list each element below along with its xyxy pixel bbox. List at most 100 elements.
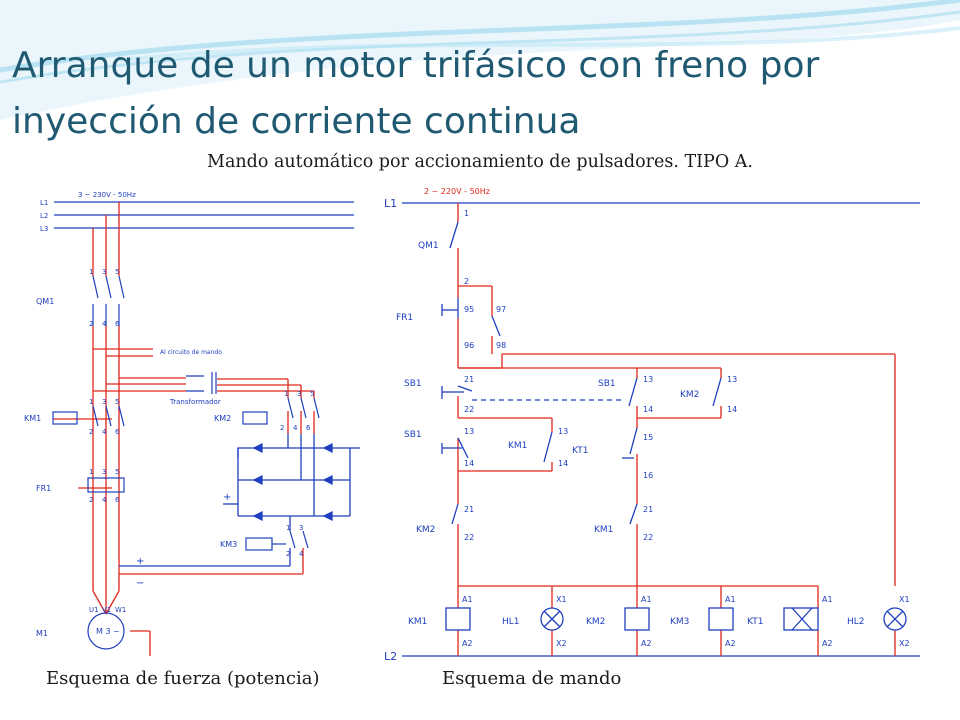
km1-aux-terminal-14: 14 [558, 459, 568, 468]
control-km2-contact-label: KM2 [680, 390, 699, 400]
qm1-terminal-2: 2 [89, 320, 93, 328]
km2-terminal-4: 4 [293, 424, 298, 432]
kt1-coil-a1: A1 [822, 595, 833, 604]
km2-terminal-6: 6 [306, 424, 311, 432]
power-km1-label: KM1 [24, 414, 41, 423]
fr1-terminal-97: 97 [496, 305, 506, 314]
control-fr1-label: FR1 [396, 313, 413, 323]
control-circuit-diagram: L1 L2 2 ~ 220V - 50Hz [382, 186, 948, 664]
km1-terminal-2: 2 [89, 428, 93, 436]
fr1-terminal-5: 5 [115, 468, 119, 476]
km1-terminal-1: 1 [89, 398, 93, 406]
km2-coil-a2: A2 [641, 639, 652, 648]
km2-coil-a1: A1 [641, 595, 652, 604]
fr1-terminal-6: 6 [115, 496, 120, 504]
control-km1-nc-label: KM1 [594, 525, 613, 535]
control-l2-label: L2 [384, 650, 397, 663]
power-km2-label: KM2 [214, 414, 231, 423]
km1-aux-terminal-13: 13 [558, 427, 568, 436]
fr1-terminal-95: 95 [464, 305, 474, 314]
dc-minus-bus-label: − [136, 578, 144, 589]
control-l1-label: L1 [384, 197, 397, 210]
km3-coil-a1: A1 [725, 595, 736, 604]
power-line-l2: L2 [40, 212, 48, 220]
sb1-stop-terminal-21: 21 [464, 375, 474, 384]
hl1-x1: X1 [556, 595, 567, 604]
lamp-hl2-label: HL2 [847, 617, 865, 627]
km1-coil-a1: A1 [462, 595, 473, 604]
fr1-terminal-2: 2 [89, 496, 93, 504]
km3-coil-a2: A2 [725, 639, 736, 648]
hl2-x2: X2 [899, 639, 910, 648]
km3-terminal-1: 1 [286, 524, 290, 532]
km2-terminal-5: 5 [310, 390, 314, 398]
fr1-terminal-98: 98 [496, 341, 506, 350]
sb1-start-terminal-14: 14 [464, 459, 474, 468]
control-sb1-stop-label: SB1 [404, 379, 422, 389]
dc-plus-bus-label: + [136, 556, 144, 567]
fr1-terminal-3: 3 [102, 468, 106, 476]
power-line-l3: L3 [40, 225, 48, 233]
km2-terminal-2: 2 [280, 424, 284, 432]
kt1-terminal-16: 16 [643, 471, 653, 480]
km1-terminal-3: 3 [102, 398, 106, 406]
control-qm1-label: QM1 [418, 241, 439, 251]
km1-terminal-4: 4 [102, 428, 107, 436]
coil-kt1-label: KT1 [747, 617, 763, 627]
fr1-terminal-96: 96 [464, 341, 474, 350]
control-sb1-start-label: SB1 [404, 430, 422, 440]
motor-label: M1 [36, 629, 48, 638]
kt1-coil-a2: A2 [822, 639, 833, 648]
coil-km3-label: KM3 [670, 617, 689, 627]
fr1-terminal-4: 4 [102, 496, 107, 504]
background-waves [0, 0, 960, 120]
qm1-terminal-6: 6 [115, 320, 120, 328]
power-fr1-label: FR1 [36, 484, 51, 493]
transformer-label: Transformador [169, 398, 221, 406]
hl2-x1: X1 [899, 595, 910, 604]
power-line-l1: L1 [40, 199, 48, 207]
motor-symbol: M 3 ~ [96, 627, 120, 636]
control-supply-label: 2 ~ 220V - 50Hz [424, 187, 490, 196]
km2-terminal-3: 3 [297, 390, 301, 398]
sb1-brake-terminal-13: 13 [643, 375, 653, 384]
km1-nc-terminal-22: 22 [643, 533, 653, 542]
qm1-top-terminal: 1 [464, 209, 469, 218]
coil-km2-label: KM2 [586, 617, 605, 627]
motor-terminal-w1: W1 [115, 606, 126, 614]
qm1-terminal-5: 5 [115, 268, 119, 276]
control-kt1-contact-label: KT1 [572, 446, 588, 456]
km1-terminal-6: 6 [115, 428, 120, 436]
lamp-hl1-label: HL1 [502, 617, 520, 627]
control-sb1-brake-label: SB1 [598, 379, 616, 389]
qm1-terminal-3: 3 [102, 268, 106, 276]
sb1-start-terminal-13: 13 [464, 427, 474, 436]
qm1-terminal-4: 4 [102, 320, 107, 328]
power-qm1-label: QM1 [36, 297, 54, 306]
km2-nc-terminal-22: 22 [464, 533, 474, 542]
control-km2-nc-label: KM2 [416, 525, 435, 535]
fr1-terminal-1: 1 [89, 468, 93, 476]
dc-plus-label: + [223, 492, 231, 503]
qm1-bottom-terminal: 2 [464, 277, 469, 286]
km2-nc-terminal-21: 21 [464, 505, 474, 514]
kt1-terminal-15: 15 [643, 433, 653, 442]
caption-control-diagram: Esquema de mando [442, 668, 622, 689]
km2-aux-terminal-13: 13 [727, 375, 737, 384]
power-km3-label: KM3 [220, 540, 237, 549]
sb1-stop-terminal-22: 22 [464, 405, 474, 414]
km1-nc-terminal-21: 21 [643, 505, 653, 514]
km3-terminal-3: 3 [299, 524, 303, 532]
km3-terminal-2: 2 [286, 550, 290, 558]
slide-subtitle: Mando automático por accionamiento de pu… [207, 152, 753, 172]
coil-km1-label: KM1 [408, 617, 427, 627]
km1-terminal-5: 5 [115, 398, 119, 406]
hl1-x2: X2 [556, 639, 567, 648]
sb1-brake-terminal-14: 14 [643, 405, 653, 414]
power-circuit-diagram: 3 ~ 230V - 50Hz L1 L2 L3 [18, 186, 360, 660]
slide-title: Arranque de un motor trifásico con freno… [12, 45, 820, 142]
km2-aux-terminal-14: 14 [727, 405, 737, 414]
motor-terminal-v1: V1 [102, 606, 111, 614]
to-control-circuit-label: Al circuito de mando [160, 349, 222, 356]
power-supply-label: 3 ~ 230V - 50Hz [78, 191, 136, 199]
